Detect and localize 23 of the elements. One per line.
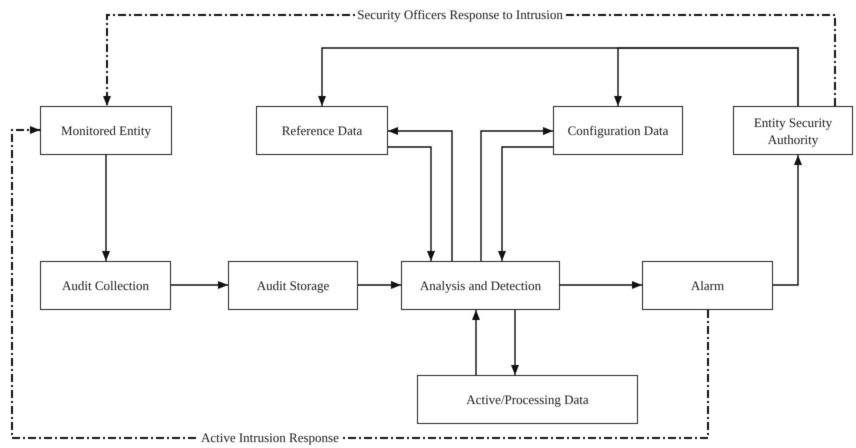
- arrow: [358, 281, 401, 289]
- arrow: [171, 281, 228, 289]
- process-box: Reference Data: [256, 106, 388, 155]
- arrow: [388, 127, 453, 261]
- arrow: [773, 155, 802, 286]
- process-box: Monitored Entity: [40, 106, 172, 155]
- edge-label: Active Intrusion Response: [198, 431, 341, 445]
- arrow: [388, 146, 435, 261]
- process-box: Analysis and Detection: [401, 261, 560, 310]
- arrow: [498, 146, 553, 261]
- arrow: [472, 310, 480, 375]
- arrow: [480, 127, 553, 261]
- process-box: Audit Storage: [228, 261, 358, 310]
- arrow: [614, 47, 799, 106]
- arrow: [560, 281, 642, 289]
- process-box: Alarm: [642, 261, 773, 310]
- process-box: Active/Processing Data: [417, 375, 638, 424]
- arrow: [511, 310, 519, 375]
- process-box: Configuration Data: [553, 106, 683, 155]
- process-box: Audit Collection: [40, 261, 171, 310]
- edge-label: Security Officers Response to Intrusion: [355, 8, 565, 22]
- arrow: [102, 155, 110, 261]
- process-box: Entity Security Authority: [733, 106, 853, 155]
